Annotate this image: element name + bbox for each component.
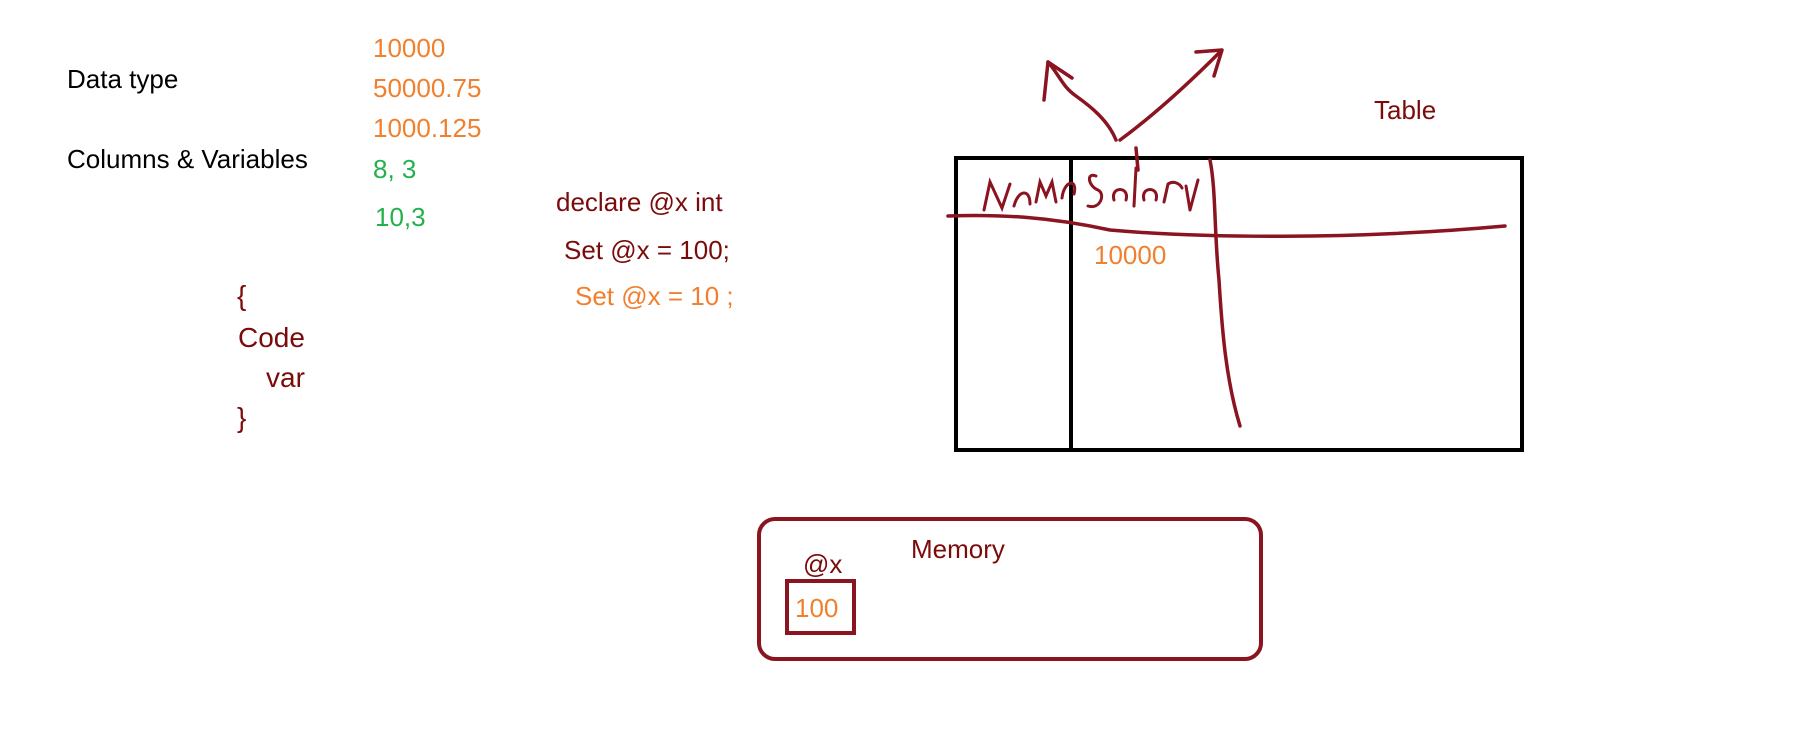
var-label: var <box>266 362 305 393</box>
memory-box <box>757 517 1263 661</box>
center-tick <box>1134 146 1140 172</box>
right-arrow-stem <box>1118 50 1222 142</box>
sql-set-1: Set @x = 100; <box>564 235 730 265</box>
table-hand-divider <box>1208 158 1242 428</box>
data-type-label: Data type <box>67 64 179 94</box>
table-title: Table <box>1374 95 1437 125</box>
sample-value-3: 1000.125 <box>373 113 482 143</box>
precision-value-1: 8, 3 <box>373 154 417 184</box>
memory-variable-name: @x <box>803 549 843 579</box>
name-scribble <box>982 176 1077 213</box>
table-header-line <box>946 213 1507 238</box>
left-arrow-stem <box>1046 60 1118 142</box>
memory-cell <box>785 579 856 635</box>
table-outline <box>954 156 1524 452</box>
memory-cell-value: 100 <box>795 593 839 623</box>
right-arrow-head <box>1194 48 1224 78</box>
sql-declare: declare @x int <box>556 187 723 217</box>
code-label: Code <box>238 322 305 353</box>
memory-title: Memory <box>911 534 1005 564</box>
precision-value-2: 10,3 <box>375 202 426 232</box>
sample-value-1: 10000 <box>373 33 446 63</box>
code-open-brace: { <box>237 280 247 311</box>
sample-value-2: 50000.75 <box>373 73 482 103</box>
table-cell-value: 10000 <box>1094 240 1167 270</box>
code-close-brace: } <box>237 402 247 433</box>
left-arrow-head <box>1042 60 1074 102</box>
columns-variables-label: Columns & Variables <box>67 144 308 174</box>
sql-set-2: Set @x = 10 ; <box>575 281 734 311</box>
salary-scribble <box>1086 166 1200 212</box>
